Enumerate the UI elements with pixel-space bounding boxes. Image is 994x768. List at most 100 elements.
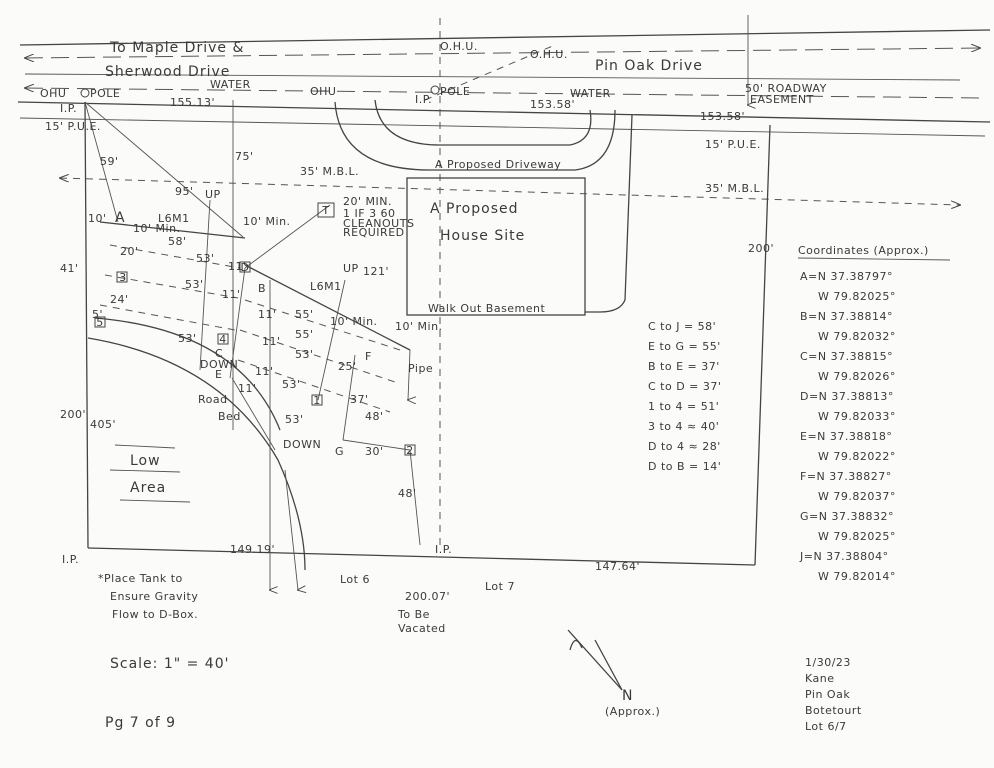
- walkout-label: Walk Out Basement: [428, 302, 546, 315]
- trench-1: [109, 244, 241, 269]
- pl-200-07-label: 200.07': [405, 590, 450, 603]
- box-3-label: 3: [119, 271, 127, 284]
- tank-cleanouts-2: REQUIRED: [343, 226, 405, 239]
- house-label-2: House Site: [440, 228, 525, 244]
- house-site: [406, 177, 586, 316]
- pue-left-label: 15' P.U.E.: [45, 120, 101, 133]
- dim-10min-c: 10' Min.: [330, 315, 378, 328]
- dim-55-2: 55': [295, 328, 314, 341]
- property-boundary: [84, 100, 771, 566]
- mbl-right-label: 35' M.B.L.: [705, 182, 764, 195]
- dim-10: 10': [88, 212, 107, 225]
- lgm-1: L6M1: [158, 212, 190, 225]
- row-line-top: [19, 29, 991, 46]
- drainfield-top-edge: [99, 221, 246, 239]
- dim-405: 405': [90, 418, 116, 431]
- coordinate-line: A=N 37.38797°: [800, 270, 893, 283]
- up-1: UP: [205, 188, 221, 201]
- distance-item: D to B = 14': [648, 460, 721, 473]
- trench-5: [239, 329, 396, 383]
- low-area-hatch-3: [119, 499, 191, 503]
- tank-min-label: 20' MIN.: [343, 195, 392, 208]
- house-label-1: A Proposed: [430, 201, 518, 217]
- dim-53-5: 53': [282, 378, 301, 391]
- lgm-2: L6M1: [310, 280, 342, 293]
- lot6-label: Lot 6: [340, 573, 370, 586]
- distance-list: C to J = 58' E to G = 55' B to E = 37' C…: [648, 320, 721, 473]
- drainfield-upper-edge: [244, 264, 411, 351]
- pl-153-a-label: 153.58': [530, 98, 575, 111]
- coordinate-line: G=N 37.38832°: [800, 510, 894, 523]
- coordinates-table: Coordinates (Approx.) A=N 37.38797° W 79…: [797, 244, 951, 583]
- line-up-1: [199, 199, 211, 371]
- water-left-label: WATER: [210, 78, 251, 91]
- boundary-right: [754, 124, 771, 566]
- north-arrow-icon: [567, 629, 623, 691]
- pipe-label: Pipe: [408, 362, 433, 375]
- dim-53-4: 53': [295, 348, 314, 361]
- box-3: [116, 271, 128, 283]
- coordinate-line: W 79.82025°: [818, 530, 896, 543]
- dim-37: 37': [350, 393, 369, 406]
- distance-item: 1 to 4 = 51': [648, 400, 719, 413]
- road-right-of-way: [17, 15, 991, 548]
- down-2: DOWN: [283, 438, 321, 451]
- pipe-to-tank: [244, 204, 331, 269]
- trench-6: [237, 359, 391, 413]
- overhead-utility-line: [25, 48, 980, 58]
- distance-item: D to 4 ≈ 28': [648, 440, 721, 453]
- coordinates-underline: [797, 257, 951, 261]
- north-approx-label: (Approx.): [605, 705, 660, 718]
- trench-3: [99, 304, 236, 331]
- north-arrow-head: [594, 639, 623, 691]
- pl-153-b-label: 153.58': [700, 110, 745, 123]
- box-1-label: 1: [313, 394, 321, 407]
- pl-200-left-label: 200': [60, 408, 86, 421]
- distance-item: C to J = 58': [648, 320, 716, 333]
- distance-item: B to E = 37': [648, 360, 720, 373]
- dim-95: 95': [175, 185, 194, 198]
- box-d-label: D: [241, 261, 250, 274]
- coordinates-title: Coordinates (Approx.): [798, 244, 929, 257]
- to-be-vacated-2: Vacated: [398, 622, 446, 635]
- ohu-top-label: O.H.U.: [440, 40, 478, 53]
- coordinate-line: W 79.82033°: [818, 410, 896, 423]
- proposed-driveway-label: A Proposed Driveway: [435, 158, 561, 171]
- pole-mid-label: POLE: [440, 85, 470, 98]
- dim-58: 58': [168, 235, 187, 248]
- pole-symbol-left: [80, 88, 90, 98]
- low-area-hatch-1: [114, 444, 176, 449]
- scale-label: Scale: 1" = 40': [110, 656, 229, 672]
- easement-label-2: EASEMENT: [750, 93, 814, 106]
- box-d: [239, 261, 251, 273]
- road-bed-label-1: Road: [198, 393, 228, 406]
- coordinate-line: C=N 37.38815°: [800, 350, 893, 363]
- north-arrow-shaft: [567, 629, 623, 691]
- pue-line: [19, 117, 986, 137]
- pl-155-label: 155.13': [170, 96, 215, 109]
- box-2-label: 2: [406, 444, 414, 457]
- to-be-vacated-1: To Be: [397, 608, 430, 621]
- ohu-left-label: OHU: [40, 87, 66, 100]
- road-bed: [87, 317, 306, 571]
- point-a-label: A: [115, 210, 126, 226]
- low-area-hatch-2: [109, 469, 181, 473]
- pipe-arrow: [408, 349, 410, 400]
- box-4: [217, 333, 229, 345]
- mbl-left-label: 35' M.B.L.: [300, 165, 359, 178]
- ip-bottom-left-label: I.P.: [62, 553, 79, 566]
- dim-line-95: [84, 101, 244, 238]
- line-up-2: [317, 279, 346, 401]
- box-4-label: 4: [219, 333, 227, 346]
- pl-200-right-label: 200': [748, 242, 774, 255]
- dim-53-6: 53': [285, 413, 304, 426]
- road-bed-label-2: Bed: [218, 410, 241, 423]
- box-5: [94, 316, 106, 328]
- easement-label-1: 50' ROADWAY: [745, 82, 827, 95]
- driveway-side: [585, 114, 633, 313]
- dim-10min-b: 10' Min.: [243, 215, 291, 228]
- dim-11-6: 11': [238, 382, 257, 395]
- tank-label: T: [321, 204, 329, 217]
